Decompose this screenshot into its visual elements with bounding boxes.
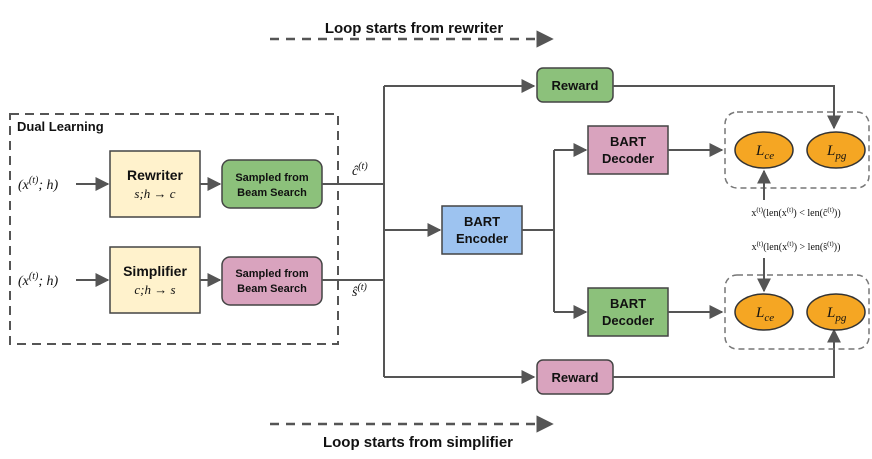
- encoder-line1: BART: [464, 214, 500, 229]
- reward-top-label: Reward: [552, 78, 599, 93]
- input-bottom: (x(t); h): [18, 271, 59, 289]
- bart-decoder-bottom-box: BART Decoder: [587, 287, 669, 337]
- condition-bottom: x(t)(len(x(t)) > len(ŝ(t))): [752, 240, 841, 253]
- decoder-bottom-line1: BART: [610, 296, 646, 311]
- arrow-reward-top-lpg: [613, 85, 841, 130]
- rewriter-formula: s;h → c: [134, 186, 175, 201]
- reward-bottom-box: Reward: [536, 359, 614, 395]
- reward-bottom-label: Reward: [552, 370, 599, 385]
- sampled-bottom-line2: Beam Search: [237, 283, 307, 295]
- loss-pg-top: Lpg: [806, 131, 866, 169]
- input-top: (x(t); h): [18, 175, 59, 193]
- caption-bottom: Loop starts from simplifier: [323, 434, 513, 451]
- decoder-top-line1: BART: [610, 134, 646, 149]
- c-hat-label: ĉ(t): [352, 161, 368, 179]
- caption-top: Loop starts from rewriter: [325, 20, 504, 37]
- simplifier-formula: c;h → s: [134, 282, 175, 297]
- arrow-reward-bottom-lpg: [613, 328, 841, 378]
- loss-ce-top: Lce: [734, 131, 794, 169]
- simplifier-title: Simplifier: [123, 263, 187, 279]
- sampled-top-box: Sampled from Beam Search: [221, 159, 323, 209]
- decoder-bottom-line2: Decoder: [602, 313, 654, 328]
- rewriter-box: Rewriter s;h → c: [109, 150, 201, 218]
- simplifier-box: Simplifier c;h → s: [109, 246, 201, 314]
- sampled-bottom-line1: Sampled from: [235, 268, 309, 280]
- loss-group-top: [724, 111, 870, 189]
- sampled-top-line1: Sampled from: [235, 172, 309, 184]
- rewriter-title: Rewriter: [127, 167, 184, 183]
- dual-learning-label: Dual Learning: [17, 119, 104, 134]
- reward-top-box: Reward: [536, 67, 614, 103]
- bart-encoder-box: BART Encoder: [441, 205, 523, 255]
- loss-ce-bottom: Lce: [734, 293, 794, 331]
- s-hat-label: ŝ(t): [352, 282, 368, 300]
- sampled-top-line2: Beam Search: [237, 187, 307, 199]
- condition-top: x(t)(len(x(t)) < len(ĉ(t))): [751, 206, 840, 219]
- loss-group-bottom: [724, 274, 870, 350]
- bart-decoder-top-box: BART Decoder: [587, 125, 669, 175]
- loss-pg-bottom: Lpg: [806, 293, 866, 331]
- dual-learning-frame: [9, 113, 339, 345]
- decoder-top-line2: Decoder: [602, 151, 654, 166]
- encoder-line2: Encoder: [456, 231, 508, 246]
- sampled-bottom-box: Sampled from Beam Search: [221, 256, 323, 306]
